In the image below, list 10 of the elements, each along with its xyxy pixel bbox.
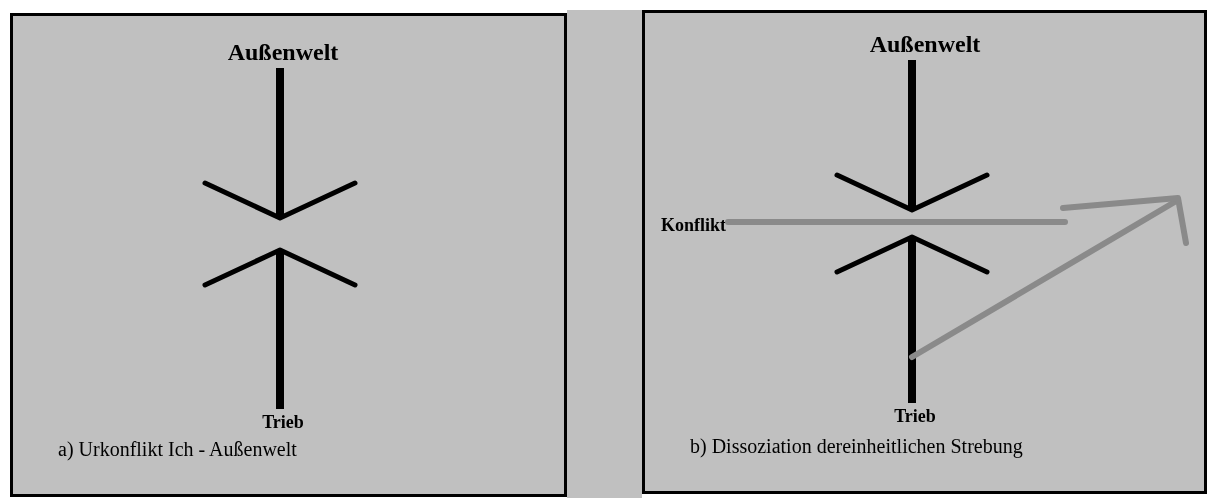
line <box>725 219 1068 225</box>
node-label: Konflikt <box>661 216 726 234</box>
node-label: Trieb <box>262 413 304 431</box>
panel-label: a) Urkonflikt Ich - Außenwelt <box>58 437 297 462</box>
node-label: Trieb <box>894 407 936 425</box>
node-label: Außenwelt <box>869 32 981 56</box>
panel <box>10 13 567 497</box>
panel <box>642 10 1207 494</box>
panel-label: b) Dissoziation dereinheitlichen Strebung <box>690 434 1023 460</box>
node-label: Außenwelt <box>227 40 339 64</box>
